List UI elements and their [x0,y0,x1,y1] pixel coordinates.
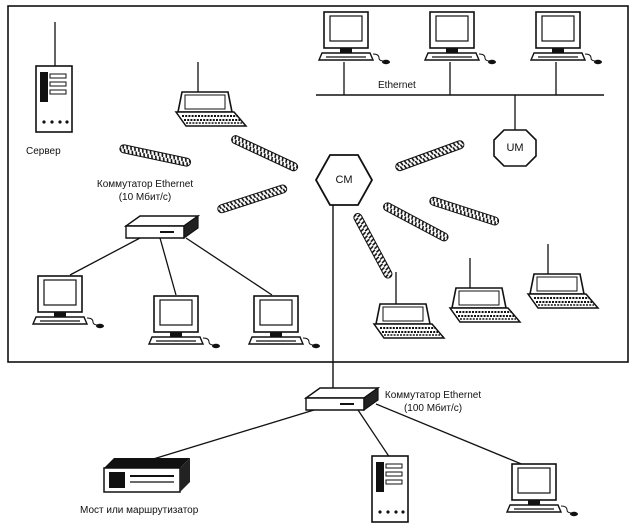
bridge-router-label: Мост или маршрутизатор [80,505,199,516]
wireless-link-2-icon [229,133,300,173]
ethernet-label: Ethernet [378,80,416,91]
bridge-router-icon [103,457,191,493]
um-label: UM [506,142,524,154]
workstation-top-3-icon [530,11,603,65]
laptop-right-1-icon [373,303,445,339]
workstation-bottom-icon [506,463,579,518]
workstation-left-2-icon [148,295,221,350]
laptop-top-icon [175,91,247,127]
server-bottom-icon [371,455,409,523]
wireless-link-1-icon [118,143,192,168]
network-boundary [7,5,629,363]
cm-node [314,154,374,206]
switch-10-icon [125,215,199,239]
switch-10-label-line1: Коммутатор Ethernet [96,179,194,190]
laptop-right-3-icon [527,273,599,309]
laptop-right-2-icon [449,287,521,323]
switch-100-icon [305,387,379,411]
wireless-link-4-icon [394,139,466,173]
cm-label: CM [335,174,353,186]
server-label: Сервер [26,146,61,157]
server-left-icon [35,65,73,133]
switch-10-label-line2: (10 Мбит/с) [118,192,172,203]
switch-100-label-line2: (100 Мбит/с) [403,403,463,414]
workstation-top-2-icon [424,11,497,65]
wireless-link-6-icon [428,195,501,227]
um-node [493,129,537,167]
switch-100-label-line1: Коммутатор Ethernet [384,390,482,401]
wireless-link-7-icon [351,211,394,280]
workstation-left-3-icon [248,295,321,350]
wireless-link-3-icon [216,183,289,215]
workstation-left-1-icon [32,275,105,330]
workstation-top-1-icon [318,11,391,65]
